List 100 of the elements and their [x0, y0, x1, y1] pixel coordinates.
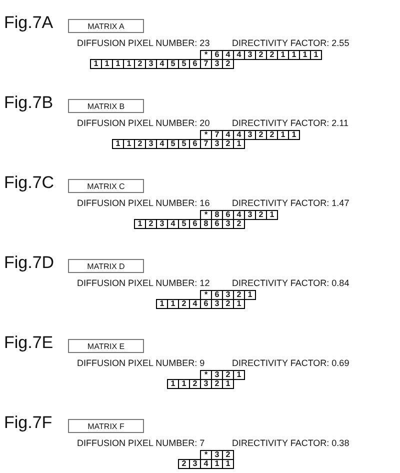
matrix-cell: 2	[189, 379, 201, 389]
matrix-cell: 2	[145, 219, 157, 229]
matrix-name: MATRIX C	[87, 182, 125, 190]
matrix-cell: 5	[178, 219, 190, 229]
directivity-text: DIRECTIVITY FACTOR: 2.55	[232, 38, 350, 48]
matrix-cell: 1	[167, 299, 179, 309]
matrix-cell: 2	[255, 50, 267, 60]
matrix-cell: 4	[233, 50, 245, 60]
matrix-cell: *	[200, 370, 212, 380]
matrix-cell: 1	[156, 299, 168, 309]
matrix-cell: 1	[90, 59, 102, 69]
figure-label: Fig.7A	[4, 14, 54, 32]
matrix-cell: *	[200, 50, 212, 60]
matrix-cell: 2	[255, 130, 267, 140]
diffusion-text: DIFFUSION PIXEL NUMBER: 20	[77, 118, 210, 128]
matrix-cell: 2	[222, 450, 234, 460]
matrix-cell: 3	[211, 139, 223, 149]
matrix-cell: 3	[145, 139, 157, 149]
matrix-cell: 1	[167, 379, 179, 389]
matrix-cell: 2	[222, 139, 234, 149]
label-box	[68, 259, 144, 273]
matrix-cell: 1	[310, 50, 322, 60]
label-box	[68, 99, 144, 113]
diffusion-text: DIFFUSION PIXEL NUMBER: 16	[77, 198, 210, 208]
matrix-cell: 2	[178, 459, 190, 469]
matrix-cell: 3	[211, 299, 223, 309]
matrix-cell: 6	[222, 210, 234, 220]
matrix-cell: 4	[156, 59, 168, 69]
matrix-cell: 6	[200, 299, 212, 309]
matrix-cell: *	[200, 210, 212, 220]
matrix-cell: 7	[200, 59, 212, 69]
matrix-cell: 2	[255, 210, 267, 220]
matrix-cell: 3	[244, 130, 256, 140]
matrix-cell: 2	[134, 139, 146, 149]
matrix-cell: 3	[200, 379, 212, 389]
diffusion-text: DIFFUSION PIXEL NUMBER: 12	[77, 278, 210, 288]
matrix-cell: 1	[134, 219, 146, 229]
matrix-cell: 2	[211, 379, 223, 389]
diffusion-text: DIFFUSION PIXEL NUMBER: 7	[77, 438, 205, 448]
matrix-name: MATRIX A	[88, 22, 124, 30]
matrix-cell: 1	[233, 370, 245, 380]
matrix-cell: 7	[211, 130, 223, 140]
matrix-cell: 4	[222, 50, 234, 60]
matrix-cell: 2	[222, 59, 234, 69]
matrix-cell: 3	[211, 450, 223, 460]
matrix-cell: 1	[222, 379, 234, 389]
matrix-cell: *	[200, 130, 212, 140]
matrix-cell: 3	[145, 59, 157, 69]
matrix-name: MATRIX E	[87, 342, 125, 350]
matrix-cell: 1	[266, 210, 278, 220]
figure-label: Fig.7B	[4, 94, 54, 112]
figure-label: Fig.7F	[4, 414, 52, 432]
matrix-cell: 4	[233, 130, 245, 140]
matrix-cell: 4	[156, 139, 168, 149]
figure-label: Fig.7D	[4, 254, 54, 272]
matrix-cell: 2	[233, 290, 245, 300]
matrix-cell: 1	[244, 290, 256, 300]
matrix-cell: 1	[222, 459, 234, 469]
matrix-cell: 1	[233, 139, 245, 149]
directivity-text: DIRECTIVITY FACTOR: 0.38	[232, 438, 350, 448]
matrix-cell: 1	[112, 59, 124, 69]
matrix-cell: 4	[222, 130, 234, 140]
matrix-cell: 6	[211, 219, 223, 229]
matrix-cell: *	[200, 290, 212, 300]
directivity-text: DIRECTIVITY FACTOR: 1.47	[232, 198, 350, 208]
matrix-cell: 4	[167, 219, 179, 229]
matrix-cell: 3	[211, 59, 223, 69]
figure-label: Fig.7C	[4, 174, 54, 192]
matrix-name: MATRIX B	[87, 102, 125, 110]
matrix-cell: 3	[156, 219, 168, 229]
matrix-cell: 3	[189, 459, 201, 469]
matrix-cell: 3	[222, 290, 234, 300]
matrix-cell: 1	[277, 50, 289, 60]
matrix-cell: 5	[178, 59, 190, 69]
matrix-cell: 1	[211, 459, 223, 469]
label-box	[68, 19, 144, 33]
diffusion-text: DIFFUSION PIXEL NUMBER: 9	[77, 358, 205, 368]
matrix-cell: 5	[167, 59, 179, 69]
directivity-text: DIRECTIVITY FACTOR: 2.11	[232, 118, 349, 128]
matrix-cell: 1	[233, 299, 245, 309]
matrix-cell: 6	[211, 290, 223, 300]
matrix-cell: 1	[112, 139, 124, 149]
matrix-cell: 4	[189, 299, 201, 309]
label-box	[68, 419, 144, 433]
matrix-cell: 5	[167, 139, 179, 149]
matrix-cell: 1	[101, 59, 113, 69]
matrix-cell: 2	[233, 219, 245, 229]
matrix-cell: 6	[189, 219, 201, 229]
figure-label: Fig.7E	[4, 334, 54, 352]
directivity-text: DIRECTIVITY FACTOR: 0.84	[232, 278, 350, 288]
matrix-cell: 1	[123, 59, 135, 69]
matrix-cell: 8	[200, 219, 212, 229]
matrix-cell: 4	[233, 210, 245, 220]
matrix-cell: *	[200, 450, 212, 460]
matrix-cell: 3	[211, 370, 223, 380]
matrix-cell: 3	[222, 219, 234, 229]
matrix-cell: 6	[189, 59, 201, 69]
label-box	[68, 179, 144, 193]
label-box	[68, 339, 144, 353]
matrix-cell: 1	[288, 130, 300, 140]
